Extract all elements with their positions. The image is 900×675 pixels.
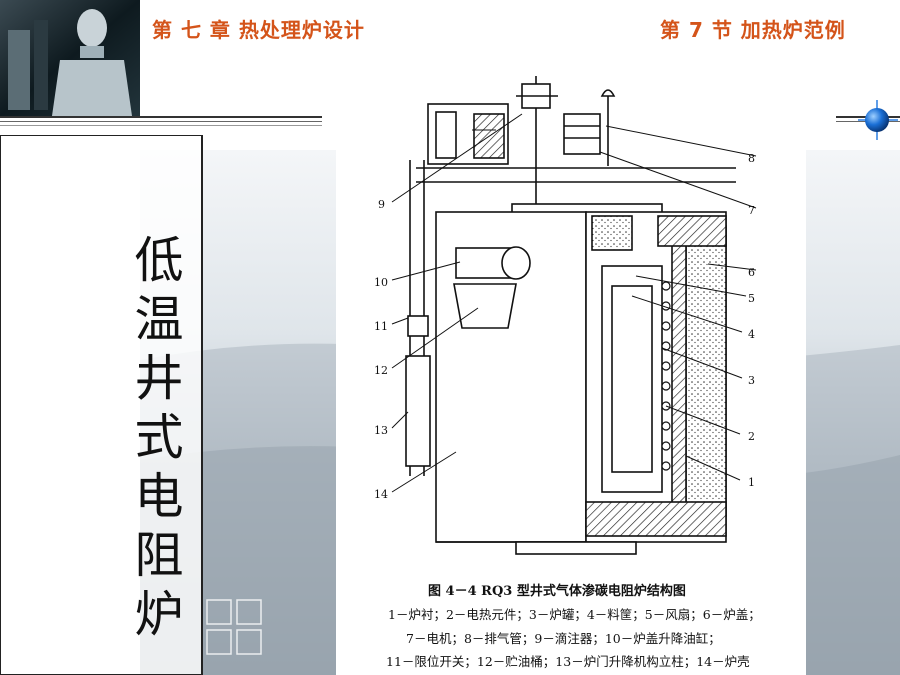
title-char: 式 bbox=[134, 409, 184, 466]
callout-12: 12 bbox=[374, 364, 388, 377]
callout-10: 10 bbox=[374, 276, 388, 289]
callout-3: 3 bbox=[748, 374, 755, 387]
title-char: 低 bbox=[134, 232, 184, 289]
title-char: 井 bbox=[134, 350, 184, 407]
callout-labels: 1 2 3 4 5 6 7 8 9 10 11 12 13 14 bbox=[374, 152, 755, 501]
callout-11: 11 bbox=[374, 320, 388, 333]
callout-5: 5 bbox=[748, 292, 755, 305]
robot-photo bbox=[0, 0, 140, 116]
figure-legend-line-1: 1－炉衬；2－电热元件；3－炉罐；4－料筐；5－风扇；6－炉盖； bbox=[388, 607, 761, 622]
furnace-diagram-figure: 1 2 3 4 5 6 7 8 9 10 11 12 13 14 图 4－4 R… bbox=[336, 56, 806, 675]
title-char: 炉 bbox=[134, 586, 184, 643]
globe-icon bbox=[858, 100, 898, 140]
grid-decoration bbox=[206, 599, 262, 655]
figure-legend-line-3: 11－限位开关；12－贮油桶；13－炉门升降机构立柱；14－炉壳 bbox=[386, 654, 750, 669]
callout-1: 1 bbox=[748, 476, 755, 489]
callout-9: 9 bbox=[378, 198, 385, 211]
vertical-title: 低 温 井 式 电 阻 炉 bbox=[129, 231, 189, 644]
chapter-heading: 第 七 章 热处理炉设计 bbox=[152, 18, 365, 42]
callout-8: 8 bbox=[748, 152, 755, 165]
title-char: 阻 bbox=[134, 527, 184, 584]
callout-6: 6 bbox=[748, 266, 755, 279]
callout-13: 13 bbox=[374, 424, 388, 437]
figure-caption-title: 图 4－4 RQ3 型井式气体渗碳电阻炉结构图 bbox=[428, 584, 686, 599]
title-char: 温 bbox=[134, 291, 184, 348]
callout-2: 2 bbox=[748, 430, 755, 443]
callout-4: 4 bbox=[748, 328, 755, 341]
section-heading: 第 7 节 加热炉范例 bbox=[660, 18, 846, 42]
title-char: 电 bbox=[134, 468, 184, 525]
callout-14: 14 bbox=[374, 488, 388, 501]
figure-legend-line-2: 7－电机；8－排气管；9－滴注器；10－炉盖升降油缸； bbox=[406, 631, 721, 646]
vertical-title-panel: 低 温 井 式 电 阻 炉 bbox=[0, 135, 203, 675]
callout-7: 7 bbox=[748, 204, 755, 217]
furnace-drawing: 1 2 3 4 5 6 7 8 9 10 11 12 13 14 bbox=[374, 76, 757, 555]
